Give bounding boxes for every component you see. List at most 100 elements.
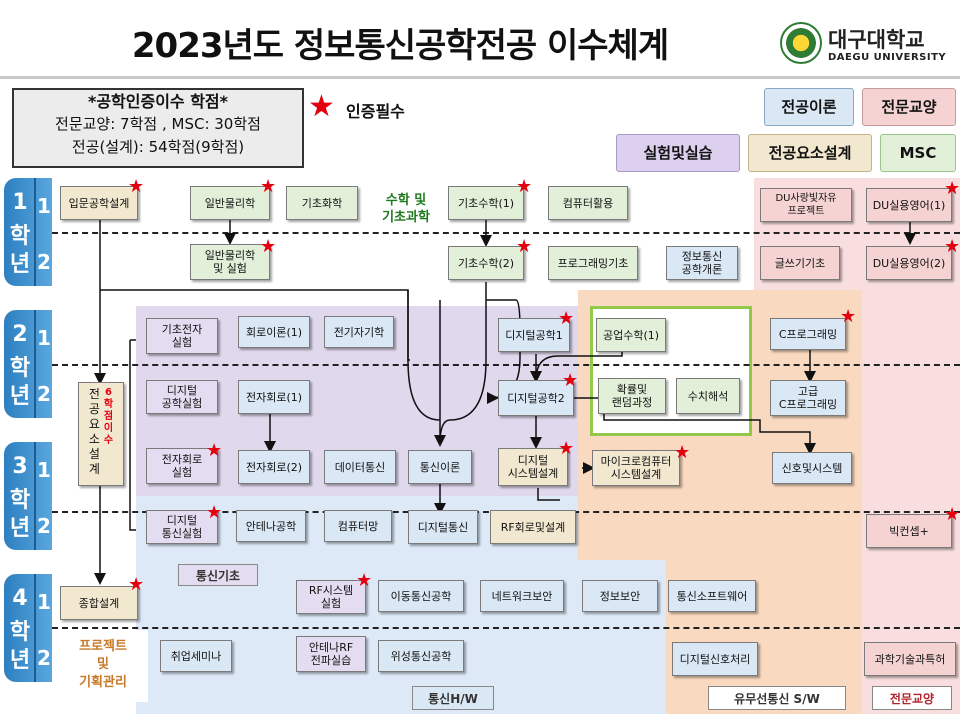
page-title: 2023년도 정보통신공학전공 이수체계: [131, 26, 669, 66]
course-capstone: 종합설계: [60, 586, 138, 620]
year-3-suffix2: 년: [9, 516, 31, 541]
year-4-number: 4: [12, 586, 28, 611]
year-3-sem-2: 2: [37, 514, 51, 538]
course-eng-math1: 공업수학(1): [596, 318, 666, 352]
course-programming-basic: 프로그래밍기초: [548, 246, 638, 280]
required-star-icon: ★: [516, 236, 533, 257]
required-star-icon: ★: [206, 440, 223, 461]
course-writing: 글쓰기기초: [760, 246, 840, 280]
required-star-icon: ★: [260, 236, 277, 257]
logo-english: DAEGU UNIVERSITY: [828, 52, 947, 63]
title-divider: [0, 76, 960, 79]
required-star-icon: ★: [128, 574, 145, 595]
course-du-english1: DU실용영어(1): [866, 188, 952, 222]
course-info-security: 정보보안: [582, 580, 658, 612]
legend-msc: MSC: [880, 134, 956, 172]
comm-hw-label: 통신H/W: [412, 686, 494, 710]
legend-design: 전공요소설계: [748, 134, 872, 172]
required-star-icon: ★: [558, 438, 575, 459]
course-electronic-circuit-lab: 전자회로 실험: [146, 448, 218, 484]
design-credits-note: 6 학 점 이 수: [103, 387, 114, 446]
course-electronic-circuit2: 전자회로(2): [238, 450, 310, 484]
required-star-icon: ★: [944, 178, 960, 199]
year-1-sem-2: 2: [37, 250, 51, 274]
year-3-suffix1: 학: [9, 488, 31, 513]
course-signals-systems: 신호및시스템: [772, 452, 852, 484]
required-star-icon: ★: [516, 176, 533, 197]
course-comm-software: 통신소프트웨어: [668, 580, 756, 612]
course-rf-system-lab: RF시스템 실험: [296, 580, 366, 614]
university-logo: 대구대학교 DAEGU UNIVERSITY: [780, 22, 950, 72]
year-3-bar: 3 학 년 1 2: [4, 442, 52, 550]
course-digital-comm-lab: 디지털 통신실험: [146, 510, 218, 544]
course-computer-network: 컴퓨터망: [324, 510, 392, 542]
required-star-icon: ★: [944, 236, 960, 257]
year-4-bar: 4 학 년 1 2: [4, 574, 52, 682]
required-legend-label: 인증필수: [346, 102, 405, 121]
course-du-free-project: DU사랑빛자유 프로젝트: [760, 188, 852, 222]
year-4-sem-2: 2: [37, 646, 51, 670]
credit-info-title: *공학인증이수 학점*: [87, 92, 229, 111]
math-science-label: 수학 및 기초과학: [382, 193, 430, 225]
course-antenna-rf-lab: 안테나RF 전파실습: [296, 636, 366, 672]
credit-info-line2: 전공(설계): 54학점(9학점): [71, 138, 245, 156]
course-digital-eng2: 디지털공학2: [498, 380, 574, 416]
university-seal-icon: [780, 22, 822, 64]
comm-basic-label: 통신기초: [178, 564, 258, 586]
course-intro-design: 입문공학설계: [60, 186, 138, 220]
required-star-icon: ★: [674, 442, 691, 463]
course-physics: 일반물리학: [190, 186, 270, 220]
year-2-suffix2: 년: [9, 384, 31, 409]
course-basic-electronics-lab: 기초전자 실험: [146, 318, 218, 354]
year-1-number: 1: [12, 190, 28, 215]
year-3-number: 3: [12, 454, 28, 479]
project-label: 프로젝트 및 기획관리: [79, 639, 127, 690]
year-4-suffix1: 학: [9, 620, 31, 645]
year-2-sem-2: 2: [37, 382, 51, 406]
year-2-suffix1: 학: [9, 356, 31, 381]
legend-theory: 전공이론: [764, 88, 854, 126]
required-star-icon: ★: [128, 176, 145, 197]
required-star-icon: ★: [206, 502, 223, 523]
course-digital-eng1: 디지털공학1: [498, 318, 570, 352]
project-region: [56, 630, 148, 702]
legend-liberal-arts: 전문교양: [862, 88, 956, 126]
required-star-icon: ★: [260, 176, 277, 197]
sw-region-top: [766, 298, 862, 318]
course-digital-signal-processing: 디지털신호처리: [672, 642, 758, 676]
course-data-comm: 데이터통신: [324, 450, 396, 484]
course-basic-math2: 기초수학(2): [448, 246, 524, 280]
course-network-security: 네트워크보안: [480, 580, 564, 612]
course-electromagnetics: 전기자기학: [324, 316, 394, 348]
course-du-english2: DU실용영어(2): [866, 246, 952, 280]
credit-info-line1: 전문교양: 7학점 , MSC: 30학점: [55, 115, 261, 133]
year-1-sem-1: 1: [37, 194, 51, 218]
legend-lab: 실험및실습: [616, 134, 740, 172]
credit-info-box: *공학인증이수 학점* 전문교양: 7학점 , MSC: 30학점 전공(설계)…: [12, 88, 304, 168]
course-chemistry: 기초화학: [286, 186, 358, 220]
year-2-bar: 2 학 년 1 2: [4, 310, 52, 418]
design-credits-box: 전 공 요 소 설 계 6 학 점 이 수: [78, 382, 124, 486]
course-computer-use: 컴퓨터활용: [548, 186, 628, 220]
course-comm-theory: 통신이론: [408, 450, 472, 484]
required-star-icon: ★: [840, 306, 857, 327]
course-ict-intro: 정보통신 공학개론: [666, 246, 738, 280]
year-4-sem-1: 1: [37, 590, 51, 614]
semester-divider-4: [52, 627, 960, 629]
course-microcomputer-design: 마이크로컴퓨터 시스템설계: [592, 450, 680, 486]
course-basic-math1: 기초수학(1): [448, 186, 524, 220]
course-big-concept: 빅컨셉+: [866, 514, 952, 548]
course-digital-system-design: 디지털 시스템설계: [498, 448, 568, 486]
course-antenna: 안테나공학: [236, 510, 306, 542]
course-electronic-circuit1: 전자회로(1): [238, 380, 310, 414]
course-sci-tech-patent: 과학기술과특허: [864, 642, 956, 676]
year-2-number: 2: [12, 322, 28, 347]
course-probability: 확률및 랜덤과정: [598, 378, 666, 414]
sw-label: 유무선통신 S/W: [708, 686, 846, 710]
course-digital-comm: 디지털통신: [408, 510, 478, 544]
semester-divider-1: [52, 232, 960, 234]
course-numerical: 수치해석: [676, 378, 740, 414]
course-physics-lab: 일반물리학 및 실험: [190, 244, 270, 280]
course-mobile-comm: 이동통신공학: [378, 580, 464, 612]
